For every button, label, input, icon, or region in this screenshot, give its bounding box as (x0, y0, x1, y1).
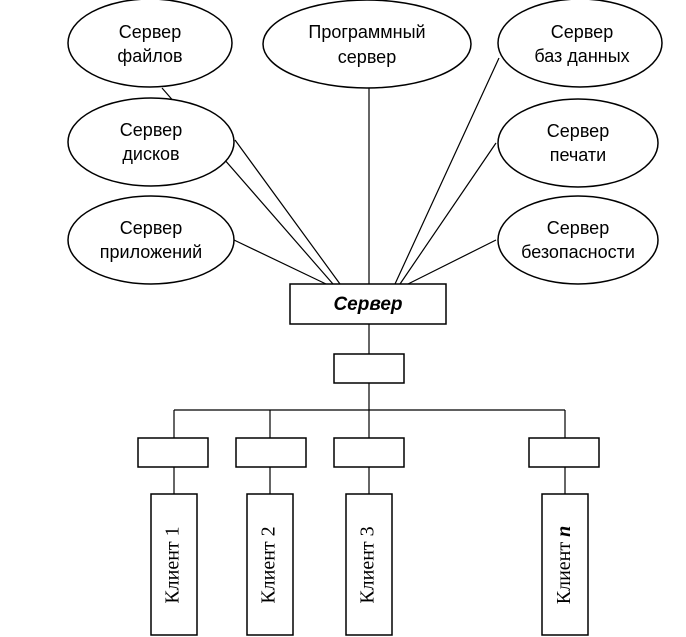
server-apps-line1: Сервер (120, 218, 182, 238)
server-program-line2: сервер (338, 47, 396, 67)
svg-text:баз данных: баз данных (534, 46, 629, 66)
server-files: Сервер файлов (67, 0, 233, 88)
svg-text:Сервер: Сервер (120, 120, 182, 140)
svg-text:сервер: сервер (338, 47, 396, 67)
adapter-3 (333, 437, 405, 468)
server-databases-line1: Сервер (551, 22, 613, 42)
server-databases-line2: баз данных (534, 46, 629, 66)
server-program-line1: Программный (308, 22, 425, 42)
client-2-label: Клиент 2 (258, 526, 280, 603)
svg-text:Сервер: Сервер (120, 218, 182, 238)
svg-text:Сервер: Сервер (119, 22, 181, 42)
svg-text:приложений: приложений (100, 242, 202, 262)
client-n: Клиент n (541, 493, 589, 636)
client-2: Клиент 2 (246, 493, 294, 636)
server-security-line1: Сервер (547, 218, 609, 238)
svg-text:Сервер: Сервер (551, 22, 613, 42)
server-connections (161, 57, 500, 285)
server-disks-line1: Сервер (120, 120, 182, 140)
svg-text:дисков: дисков (122, 144, 179, 164)
server-apps-line2: приложений (100, 242, 202, 262)
svg-text:Сервер: Сервер (547, 218, 609, 238)
client-1: Клиент 1 (150, 493, 198, 636)
server-program: Программный сервер (262, 0, 472, 89)
client-3: Клиент 3 (345, 493, 393, 636)
server-security-line2: безопасности (521, 242, 635, 262)
adapter-2 (235, 437, 307, 468)
server-print: Сервер печати (497, 98, 659, 188)
server-databases: Сервер баз данных (497, 0, 663, 88)
client-n-index: n (553, 526, 575, 537)
server-files-line1: Сервер (119, 22, 181, 42)
client-3-label: Клиент 3 (357, 526, 379, 603)
server-apps: Сервер приложений (67, 195, 235, 285)
server-print-line2: печати (550, 145, 606, 165)
adapter-1 (137, 437, 209, 468)
adapter-n (528, 437, 600, 468)
server-security: Сервер безопасности (497, 195, 659, 285)
client-1-label: Клиент 1 (162, 526, 184, 603)
link-security (407, 239, 497, 285)
main-server-label: Сервер (333, 294, 402, 315)
client-n-label: Клиент n (553, 526, 575, 604)
svg-text:Сервер: Сервер (547, 121, 609, 141)
client-n-prefix: Клиент (553, 537, 575, 604)
server-files-line2: файлов (117, 46, 182, 66)
link-disks (234, 139, 341, 285)
svg-text:Программный: Программный (308, 22, 425, 42)
svg-text:безопасности: безопасности (521, 242, 635, 262)
main-server: Сервер (289, 283, 447, 325)
svg-text:печати: печати (550, 145, 606, 165)
link-apps (233, 239, 327, 285)
server-disks: Сервер дисков (67, 97, 235, 187)
svg-text:файлов: файлов (117, 46, 182, 66)
link-print (399, 142, 497, 285)
server-disks-line2: дисков (122, 144, 179, 164)
link-databases (394, 57, 500, 285)
server-print-line1: Сервер (547, 121, 609, 141)
hub-box (333, 353, 405, 384)
